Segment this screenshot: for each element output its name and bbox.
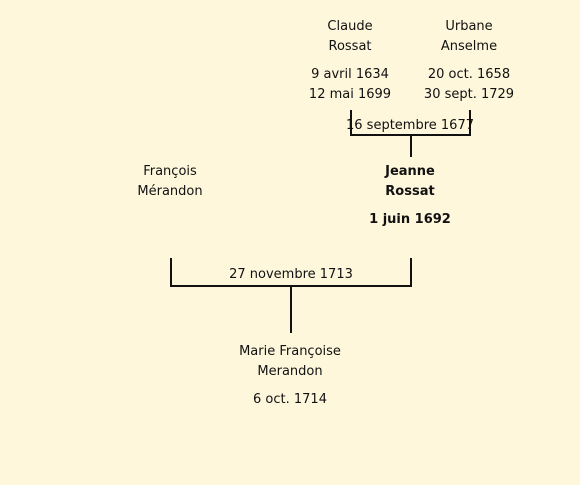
person-birth-date: 20 oct. 1658	[427, 67, 511, 82]
person-first-name: Jeanne	[385, 164, 435, 179]
connector-line-left	[170, 258, 172, 287]
person-last-name: Rossat	[328, 39, 372, 54]
person-birth-date: 6 oct. 1714	[253, 392, 327, 407]
connector-line-horizontal	[170, 285, 412, 287]
person-death-date: 30 sept. 1729	[423, 87, 515, 102]
marriage-date: 27 novembre 1713	[229, 267, 353, 282]
person-last-name: Anselme	[440, 39, 498, 54]
person-first-name: François	[143, 164, 197, 179]
connector-line-right	[469, 110, 471, 136]
person-birth-date: 1 juin 1692	[369, 212, 451, 227]
person-last-name: Merandon	[257, 364, 323, 379]
person-first-name: Claude	[327, 19, 373, 34]
person-last-name: Mérandon	[137, 184, 203, 199]
person-first-name: Marie Françoise	[239, 344, 341, 359]
person-death-date: 12 mai 1699	[308, 87, 392, 102]
marriage-date: 16 septembre 1677	[346, 118, 474, 133]
connector-line-right	[410, 258, 412, 287]
connector-line-left	[350, 110, 352, 136]
connector-line-horizontal	[350, 134, 471, 136]
descent-line	[410, 136, 412, 157]
person-first-name: Urbane	[445, 19, 493, 34]
person-last-name: Rossat	[385, 184, 435, 199]
person-birth-date: 9 avril 1634	[311, 67, 389, 82]
descent-line	[290, 287, 292, 333]
